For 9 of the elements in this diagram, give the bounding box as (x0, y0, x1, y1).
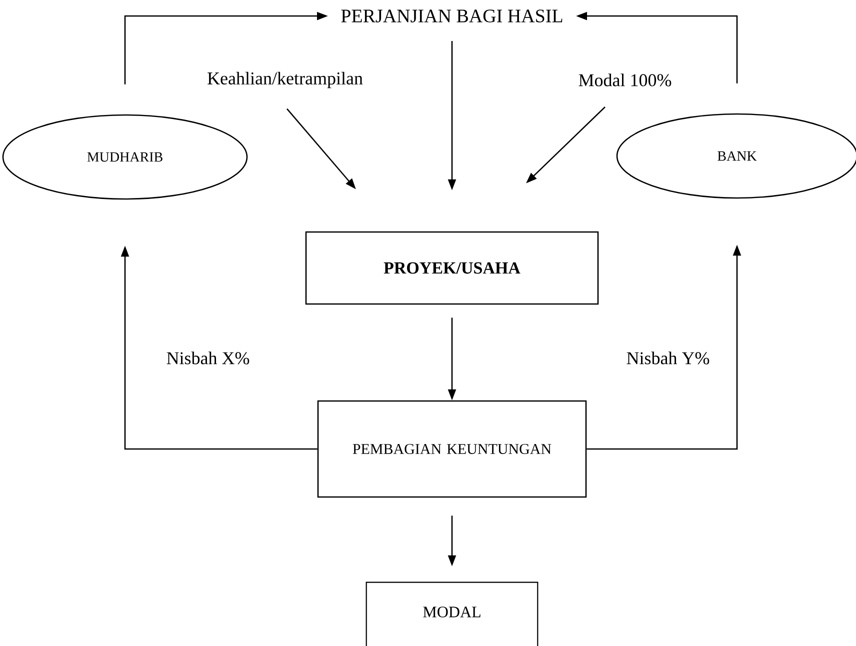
process-box: PEMBAGIAN KEUNTUNGAN (317, 400, 587, 498)
bare-text: Keahlian/ketrampilan (208, 72, 363, 88)
open-box: MODAL (366, 582, 538, 646)
edge-label: Nisbah X% (164, 350, 252, 366)
process-box: PROYEK/USAHA (305, 231, 599, 305)
bare-text: Modal 100% (578, 74, 672, 86)
bare-text: PERJANJIAN BAGI HASIL (341, 10, 562, 22)
edge-label: Nisbah Y% (624, 350, 712, 366)
ellipse-node: MUDHARIB (2, 114, 248, 200)
